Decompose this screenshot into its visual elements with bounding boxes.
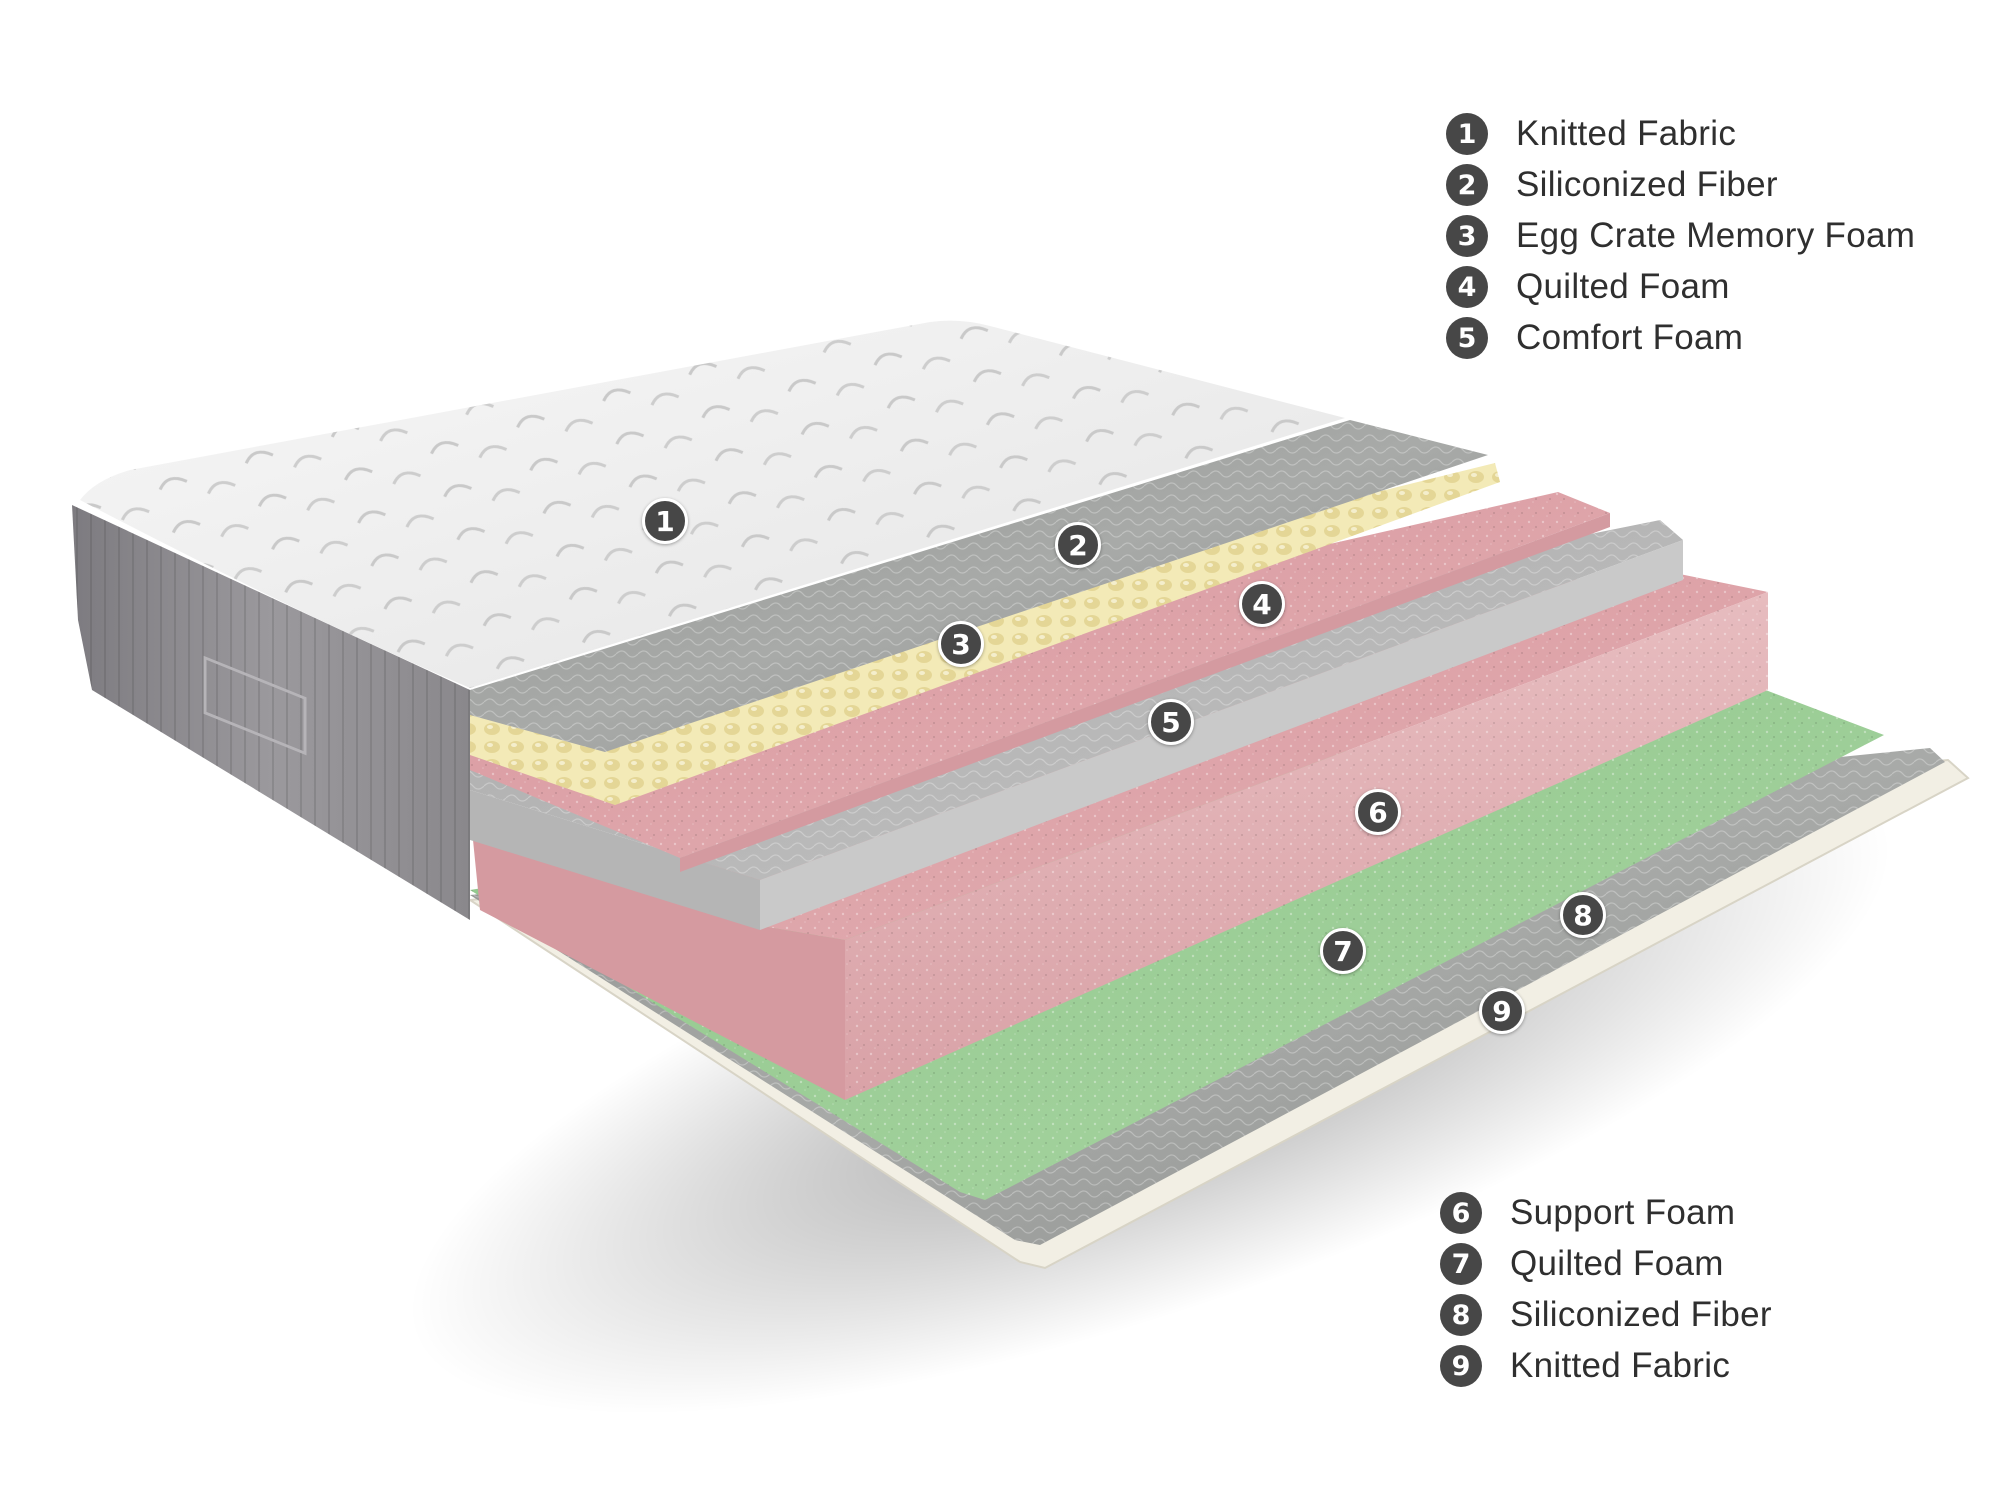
layer-4-quilted-foam bbox=[470, 492, 1610, 872]
callout-1: 1 bbox=[642, 498, 688, 544]
layer-1-knitted-fabric bbox=[80, 320, 1345, 688]
mattress-side-panel bbox=[72, 505, 470, 920]
callout-4: 4 bbox=[1239, 581, 1285, 627]
callout-7: 7 bbox=[1320, 928, 1366, 974]
callout-9: 9 bbox=[1479, 988, 1525, 1034]
callout-6: 6 bbox=[1355, 789, 1401, 835]
callout-2: 2 bbox=[1055, 522, 1101, 568]
layer-3-egg-crate-memory-foam bbox=[470, 463, 1500, 805]
callout-8: 8 bbox=[1560, 892, 1606, 938]
layer-2-siliconized-fiber bbox=[470, 420, 1488, 752]
callout-5: 5 bbox=[1148, 699, 1194, 745]
callout-3: 3 bbox=[938, 621, 984, 667]
